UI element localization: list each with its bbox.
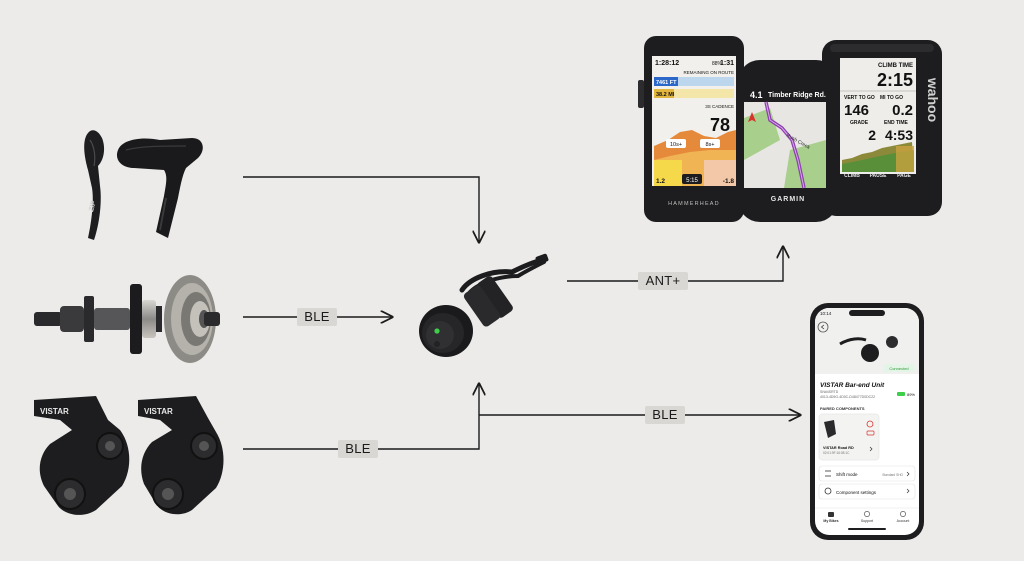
svg-text:146: 146 — [844, 102, 869, 119]
svg-text:REMAINING ON ROUTE: REMAINING ON ROUTE — [683, 70, 734, 75]
svg-text:END TIME: END TIME — [884, 120, 909, 126]
svg-text:-1.8: -1.8 — [723, 178, 735, 185]
svg-text:VERT TO GO: VERT TO GO — [844, 95, 875, 101]
svg-text:PAIRED COMPONENTS: PAIRED COMPONENTS — [820, 406, 865, 411]
svg-text:7461 FT: 7461 FT — [656, 80, 677, 86]
svg-text:HAMMERHEAD: HAMMERHEAD — [668, 201, 720, 207]
svg-text:3S CADENCE: 3S CADENCE — [705, 104, 734, 109]
shifter-levers-image: ZIP — [84, 130, 203, 240]
svg-text:Standard SHO: Standard SHO — [882, 473, 903, 477]
svg-text:BLE: BLE — [304, 309, 330, 324]
svg-text:CLIMB: CLIMB — [844, 173, 860, 179]
bar-end-unit-image — [419, 253, 549, 357]
derailleur-line — [243, 384, 479, 450]
garmin-head-unit: 4.1 Timber Ridge Rd. Rush Creek GARMIN — [738, 60, 838, 222]
svg-text:PAGE: PAGE — [897, 173, 911, 179]
svg-text:MI TO GO: MI TO GO — [880, 95, 903, 101]
svg-text:2: 2 — [868, 127, 876, 143]
svg-text:wahoo: wahoo — [925, 77, 941, 122]
svg-text:88%: 88% — [712, 61, 723, 67]
svg-text:VISTAR Road RD: VISTAR Road RD — [823, 446, 854, 450]
svg-text:5:15: 5:15 — [686, 178, 698, 184]
svg-text:38.2 MI: 38.2 MI — [656, 92, 675, 98]
label-ble-hub: BLE — [297, 308, 337, 326]
svg-text:Account: Account — [897, 519, 910, 523]
svg-text:VISTAR Bar-end Unit: VISTAR Bar-end Unit — [820, 382, 885, 389]
rear-hub-image — [34, 275, 220, 363]
label-ant: ANT+ — [638, 272, 688, 290]
svg-text:BLE: BLE — [345, 441, 371, 456]
svg-text:GRADE: GRADE — [850, 120, 869, 126]
svg-text:VISTAR: VISTAR — [144, 407, 173, 416]
svg-text:02:01:9F:16:08:1C: 02:01:9F:16:08:1C — [823, 451, 850, 455]
rear-derailleurs-image: VISTAR VISTAR — [34, 396, 224, 515]
svg-text:Connected: Connected — [889, 366, 908, 371]
svg-text:78: 78 — [710, 115, 730, 135]
svg-text:PAUSE: PAUSE — [870, 173, 888, 179]
hammerhead-head-unit: 1:28:12 88% 1:31 REMAINING ON ROUTE 7461… — [638, 36, 744, 222]
svg-text:SN#4SRTD: SN#4SRTD — [820, 390, 839, 394]
svg-text:Support: Support — [861, 519, 873, 523]
svg-text:4.1: 4.1 — [750, 90, 763, 100]
svg-text:4:53: 4:53 — [885, 127, 913, 143]
svg-text:1:31: 1:31 — [720, 60, 734, 67]
label-ble-phone: BLE — [645, 406, 685, 424]
svg-text:ZIP: ZIP — [88, 200, 98, 214]
svg-text:89%: 89% — [907, 392, 915, 397]
svg-text:10:14: 10:14 — [820, 311, 832, 316]
svg-text:CLIMB TIME: CLIMB TIME — [878, 63, 913, 69]
wahoo-head-unit: CLIMB TIME 2:15 VERT TO GO MI TO GO 146 … — [822, 40, 942, 216]
svg-text:4013-4D9G-4D0C-D48477D0DC22: 4013-4D9G-4D0C-D48477D0DC22 — [820, 395, 875, 399]
svg-text:1.2: 1.2 — [656, 178, 665, 185]
svg-text:Shift mode: Shift mode — [836, 472, 858, 477]
svg-text:VISTAR: VISTAR — [40, 407, 69, 416]
svg-text:0.2: 0.2 — [892, 102, 913, 119]
svg-text:Component settings: Component settings — [836, 490, 877, 495]
shifter-line — [243, 176, 479, 242]
svg-text:BLE: BLE — [652, 407, 678, 422]
svg-text:Timber Ridge Rd.: Timber Ridge Rd. — [768, 92, 826, 99]
svg-text:2:15: 2:15 — [877, 70, 913, 90]
label-ble-derailleur: BLE — [338, 440, 378, 458]
svg-text:ANT+: ANT+ — [646, 273, 681, 288]
svg-text:My Bikes: My Bikes — [823, 519, 838, 523]
svg-text:GARMIN: GARMIN — [771, 196, 805, 203]
svg-text:10s+: 10s+ — [670, 142, 682, 148]
svg-text:8s+: 8s+ — [705, 142, 714, 148]
phone-app-screen: 10:14 Connected VISTAR Bar-end Unit SN#4… — [810, 303, 924, 540]
svg-text:1:28:12: 1:28:12 — [655, 60, 679, 67]
